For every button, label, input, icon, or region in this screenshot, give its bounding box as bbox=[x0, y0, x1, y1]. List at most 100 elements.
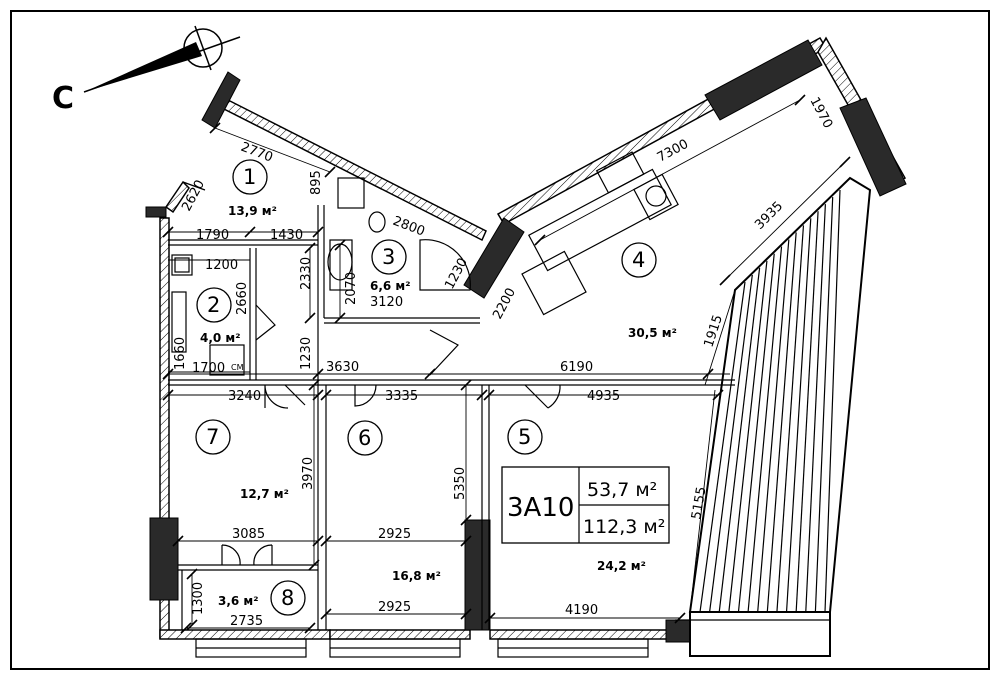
dimension-lines bbox=[168, 99, 846, 629]
dimension-tick bbox=[304, 622, 316, 634]
balcony-slat bbox=[718, 267, 761, 613]
balcony-slat bbox=[728, 260, 768, 613]
dim-3935: 3935 bbox=[752, 199, 786, 233]
dimension-tick bbox=[162, 368, 174, 380]
dim-3085: 3085 bbox=[232, 527, 265, 542]
dim-1230-b: 1230 bbox=[299, 337, 314, 370]
balcony-slat bbox=[766, 232, 797, 613]
apartment-code: 3А10 bbox=[507, 493, 574, 523]
room-number-1: 1 bbox=[243, 165, 256, 189]
room-number-4: 4 bbox=[632, 248, 645, 272]
room-number-5: 5 bbox=[518, 425, 531, 449]
dimension-tick bbox=[794, 94, 806, 106]
room-area-2: 4,0 м² bbox=[200, 331, 241, 345]
balcony-slat bbox=[757, 239, 790, 613]
dimension-tick bbox=[702, 368, 714, 380]
dim-1700: 1700 bbox=[192, 361, 225, 376]
dimension-tick bbox=[308, 559, 320, 571]
dimension-tick bbox=[186, 568, 198, 580]
balcony-slat bbox=[699, 281, 746, 613]
dim-5155: 5155 bbox=[689, 485, 710, 520]
room-number-8: 8 bbox=[281, 586, 294, 610]
interior-walls bbox=[168, 205, 735, 630]
dimension-tick bbox=[172, 535, 184, 547]
dimension-tick bbox=[320, 389, 332, 401]
dimension-tick bbox=[312, 389, 324, 401]
room-area-7: 12,7 м² bbox=[240, 487, 289, 501]
dimension-tick bbox=[334, 239, 346, 251]
dim-1300: 1300 bbox=[191, 582, 206, 615]
dim-1790: 1790 bbox=[196, 228, 229, 243]
north-arrow: С bbox=[52, 25, 241, 116]
balcony-slat bbox=[737, 253, 775, 613]
dimension-tick bbox=[460, 608, 472, 620]
dimension-tick bbox=[320, 608, 332, 620]
dim-2330: 2330 bbox=[299, 257, 314, 290]
room-area-6: 16,8 м² bbox=[392, 569, 441, 583]
dim-1430: 1430 bbox=[270, 228, 303, 243]
dimension-tick bbox=[308, 379, 320, 391]
dimension-tick bbox=[320, 535, 332, 547]
dimension-tick bbox=[180, 622, 192, 634]
balcony-slat bbox=[805, 204, 826, 613]
dimension-tick bbox=[304, 242, 316, 254]
dimension-tick bbox=[712, 389, 724, 401]
dim-6190: 6190 bbox=[560, 360, 593, 375]
dim-2735: 2735 bbox=[230, 614, 263, 629]
total-area: 112,3 м² bbox=[583, 516, 665, 538]
dimension-tick bbox=[460, 514, 472, 526]
dimension-tick bbox=[209, 122, 221, 134]
dimension-tick bbox=[244, 226, 256, 238]
balcony-slat bbox=[747, 246, 783, 613]
windows bbox=[195, 638, 649, 658]
dim-1200: 1200 bbox=[205, 258, 238, 273]
dim-1970: 1970 bbox=[806, 95, 835, 131]
dimension-tick bbox=[460, 379, 472, 391]
balcony-slat bbox=[776, 225, 805, 613]
dimension-tick bbox=[483, 389, 495, 401]
dimension-ticks bbox=[162, 94, 851, 634]
dim-3240: 3240 bbox=[228, 389, 261, 404]
balcony-slat bbox=[795, 211, 819, 613]
room-area-3: 6,6 м² bbox=[370, 279, 411, 293]
dim-3120: 3120 bbox=[370, 295, 403, 310]
dimension-tick bbox=[334, 312, 346, 324]
room-area-1: 13,9 м² bbox=[228, 204, 277, 218]
dim-2800: 2800 bbox=[391, 214, 427, 240]
dimension-tick bbox=[162, 226, 174, 238]
balcony bbox=[675, 176, 872, 657]
frame-border bbox=[10, 10, 990, 670]
balcony-slat bbox=[814, 197, 834, 613]
dimension-tick bbox=[460, 535, 472, 547]
dimension-tick bbox=[476, 389, 488, 401]
dimension-tick bbox=[324, 166, 336, 178]
dimension-tick bbox=[304, 312, 316, 324]
dim-4190: 4190 bbox=[565, 603, 598, 618]
dim-5350: 5350 bbox=[453, 467, 468, 500]
dim-3335: 3335 bbox=[385, 389, 418, 404]
apartment-summary: 3А10 53,7 м² 112,3 м² bbox=[501, 466, 670, 544]
balcony-slat bbox=[785, 218, 812, 613]
dimension-tick bbox=[674, 612, 686, 624]
dim-2925-a: 2925 bbox=[378, 527, 411, 542]
balcony-slat bbox=[709, 274, 753, 613]
north-label: С bbox=[52, 81, 74, 116]
dimension-tick bbox=[312, 535, 324, 547]
room-area-4: 30,5 м² bbox=[628, 326, 677, 340]
room-number-3: 3 bbox=[382, 245, 395, 269]
dimension-tick bbox=[312, 368, 324, 380]
dim-cm: СМ bbox=[231, 363, 244, 372]
room-number-2: 2 bbox=[207, 293, 220, 317]
dim-2925-b: 2925 bbox=[378, 600, 411, 615]
dim-3970: 3970 bbox=[301, 457, 316, 490]
room-area-5: 24,2 м² bbox=[597, 559, 646, 573]
room-number-7: 7 bbox=[206, 425, 219, 449]
dimension-tick bbox=[534, 234, 546, 246]
room-number-6: 6 bbox=[358, 426, 371, 450]
doors bbox=[182, 181, 561, 566]
dim-1660: 1660 bbox=[173, 337, 188, 370]
living-area: 53,7 м² bbox=[587, 479, 657, 501]
dim-2200: 2200 bbox=[490, 286, 519, 322]
room-labels: 1 13,9 м² 2 4,0 м² 3 6,6 м² 4 30,5 м² 5 … bbox=[195, 159, 677, 616]
